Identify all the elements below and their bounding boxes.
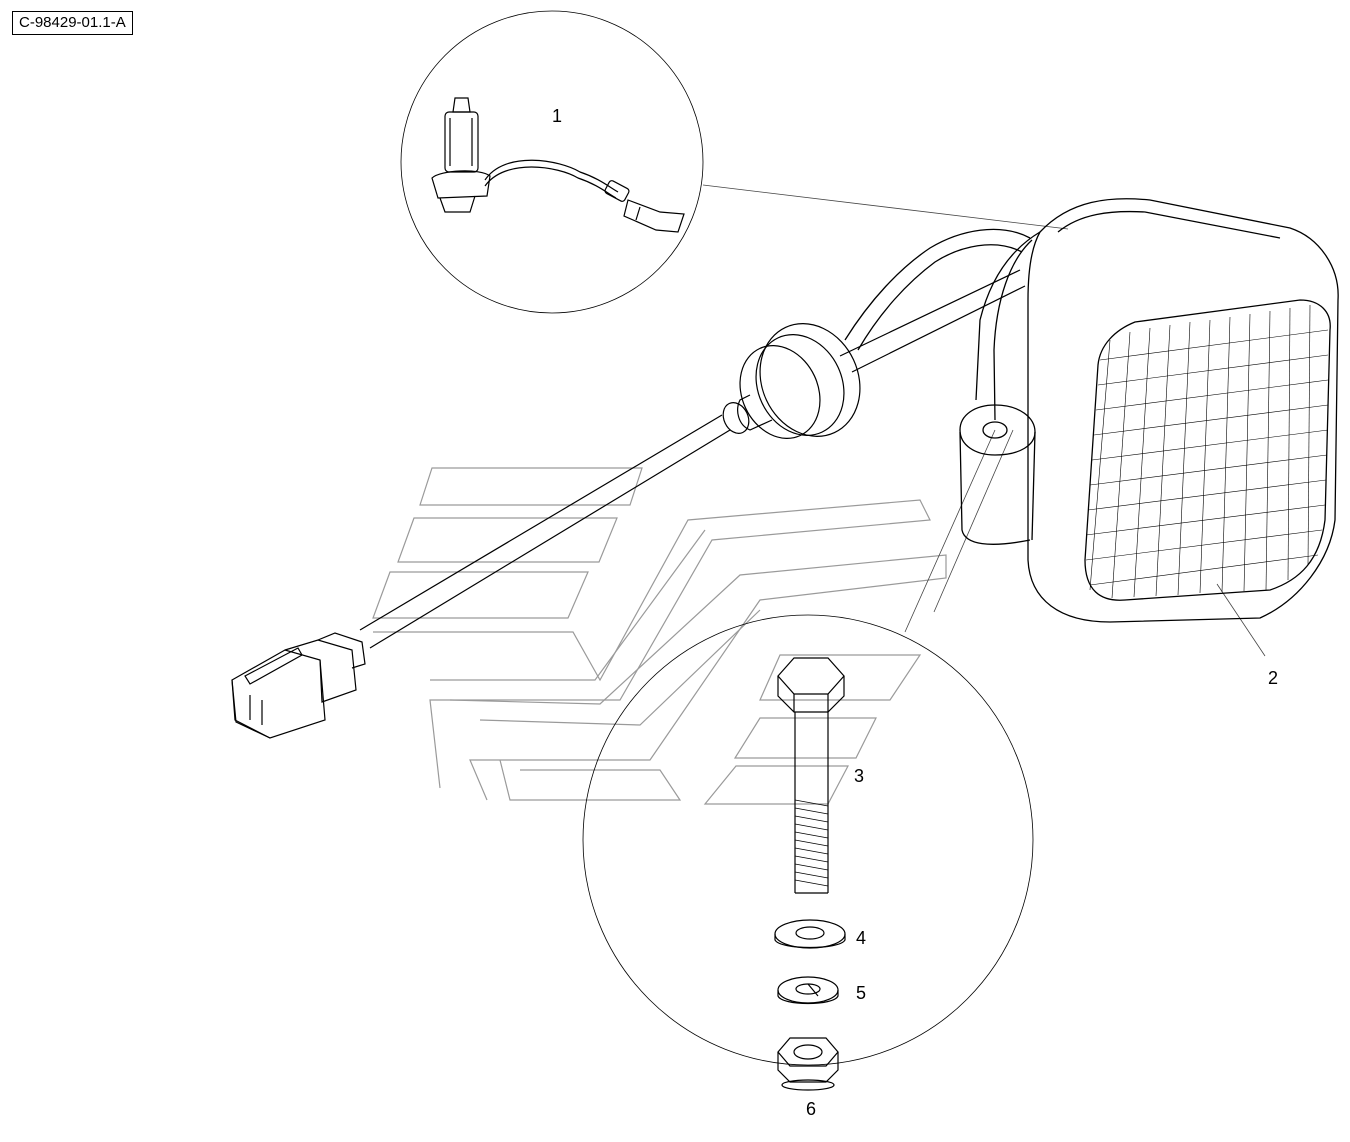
hardware-stack: [774, 657, 846, 1091]
figure-id-label: C-98429-01.1-A: [12, 11, 133, 35]
callout-4: 4: [856, 928, 867, 948]
callout-5: 5: [856, 983, 867, 1003]
callout-2: 2: [1268, 668, 1279, 688]
detail-circle-bulb: [400, 10, 704, 314]
callout-6: 6: [806, 1099, 817, 1119]
detail-circle-hardware: [582, 614, 1034, 1066]
watermark-logo: [372, 467, 947, 805]
callout-3: 3: [854, 766, 865, 786]
callout-1: 1: [552, 106, 563, 126]
bulb-part: [431, 97, 685, 233]
work-lamp-assembly: [844, 198, 1339, 623]
grommet-and-harness: [231, 269, 1026, 739]
leader-lines: [702, 184, 1266, 657]
